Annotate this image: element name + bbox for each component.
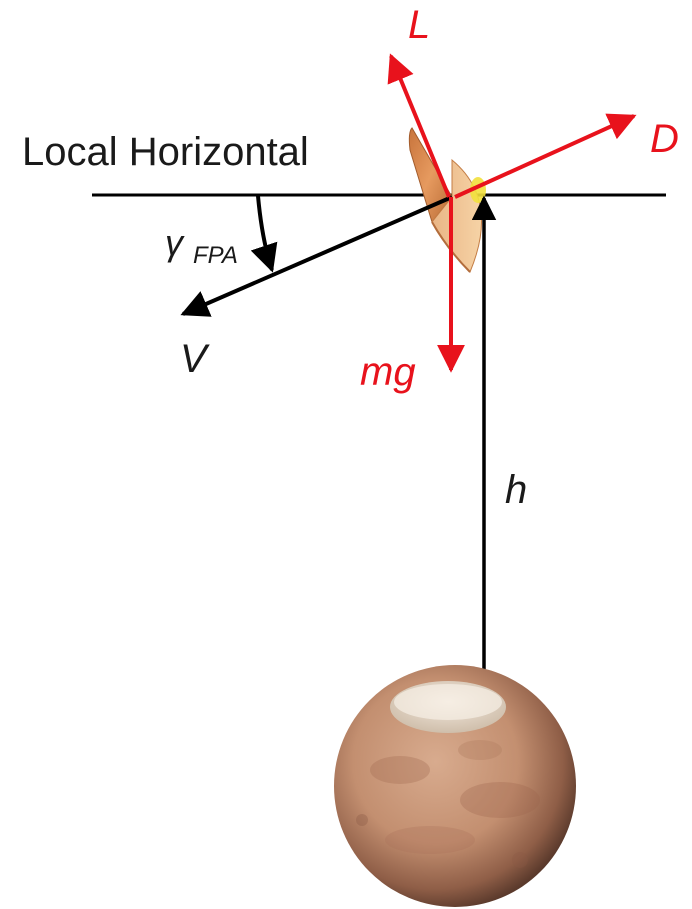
lift-vector	[387, 53, 451, 198]
local-horizontal-label: Local Horizontal	[22, 130, 309, 174]
drag-vector	[454, 113, 637, 199]
velocity-vector	[180, 195, 453, 317]
altitude-label: h	[505, 468, 527, 512]
lift-label: L	[408, 3, 430, 47]
mars-planet-icon	[334, 665, 576, 907]
velocity-label: V	[180, 337, 210, 381]
flight-path-angle-subscript: FPA	[193, 242, 238, 269]
gravity-label: mg	[360, 350, 416, 394]
flight-path-angle-arc	[250, 195, 278, 273]
flight-path-angle-label: γ FPA	[165, 222, 238, 269]
drag-label: D	[650, 117, 679, 161]
flight-path-angle-symbol: γ	[165, 222, 185, 263]
